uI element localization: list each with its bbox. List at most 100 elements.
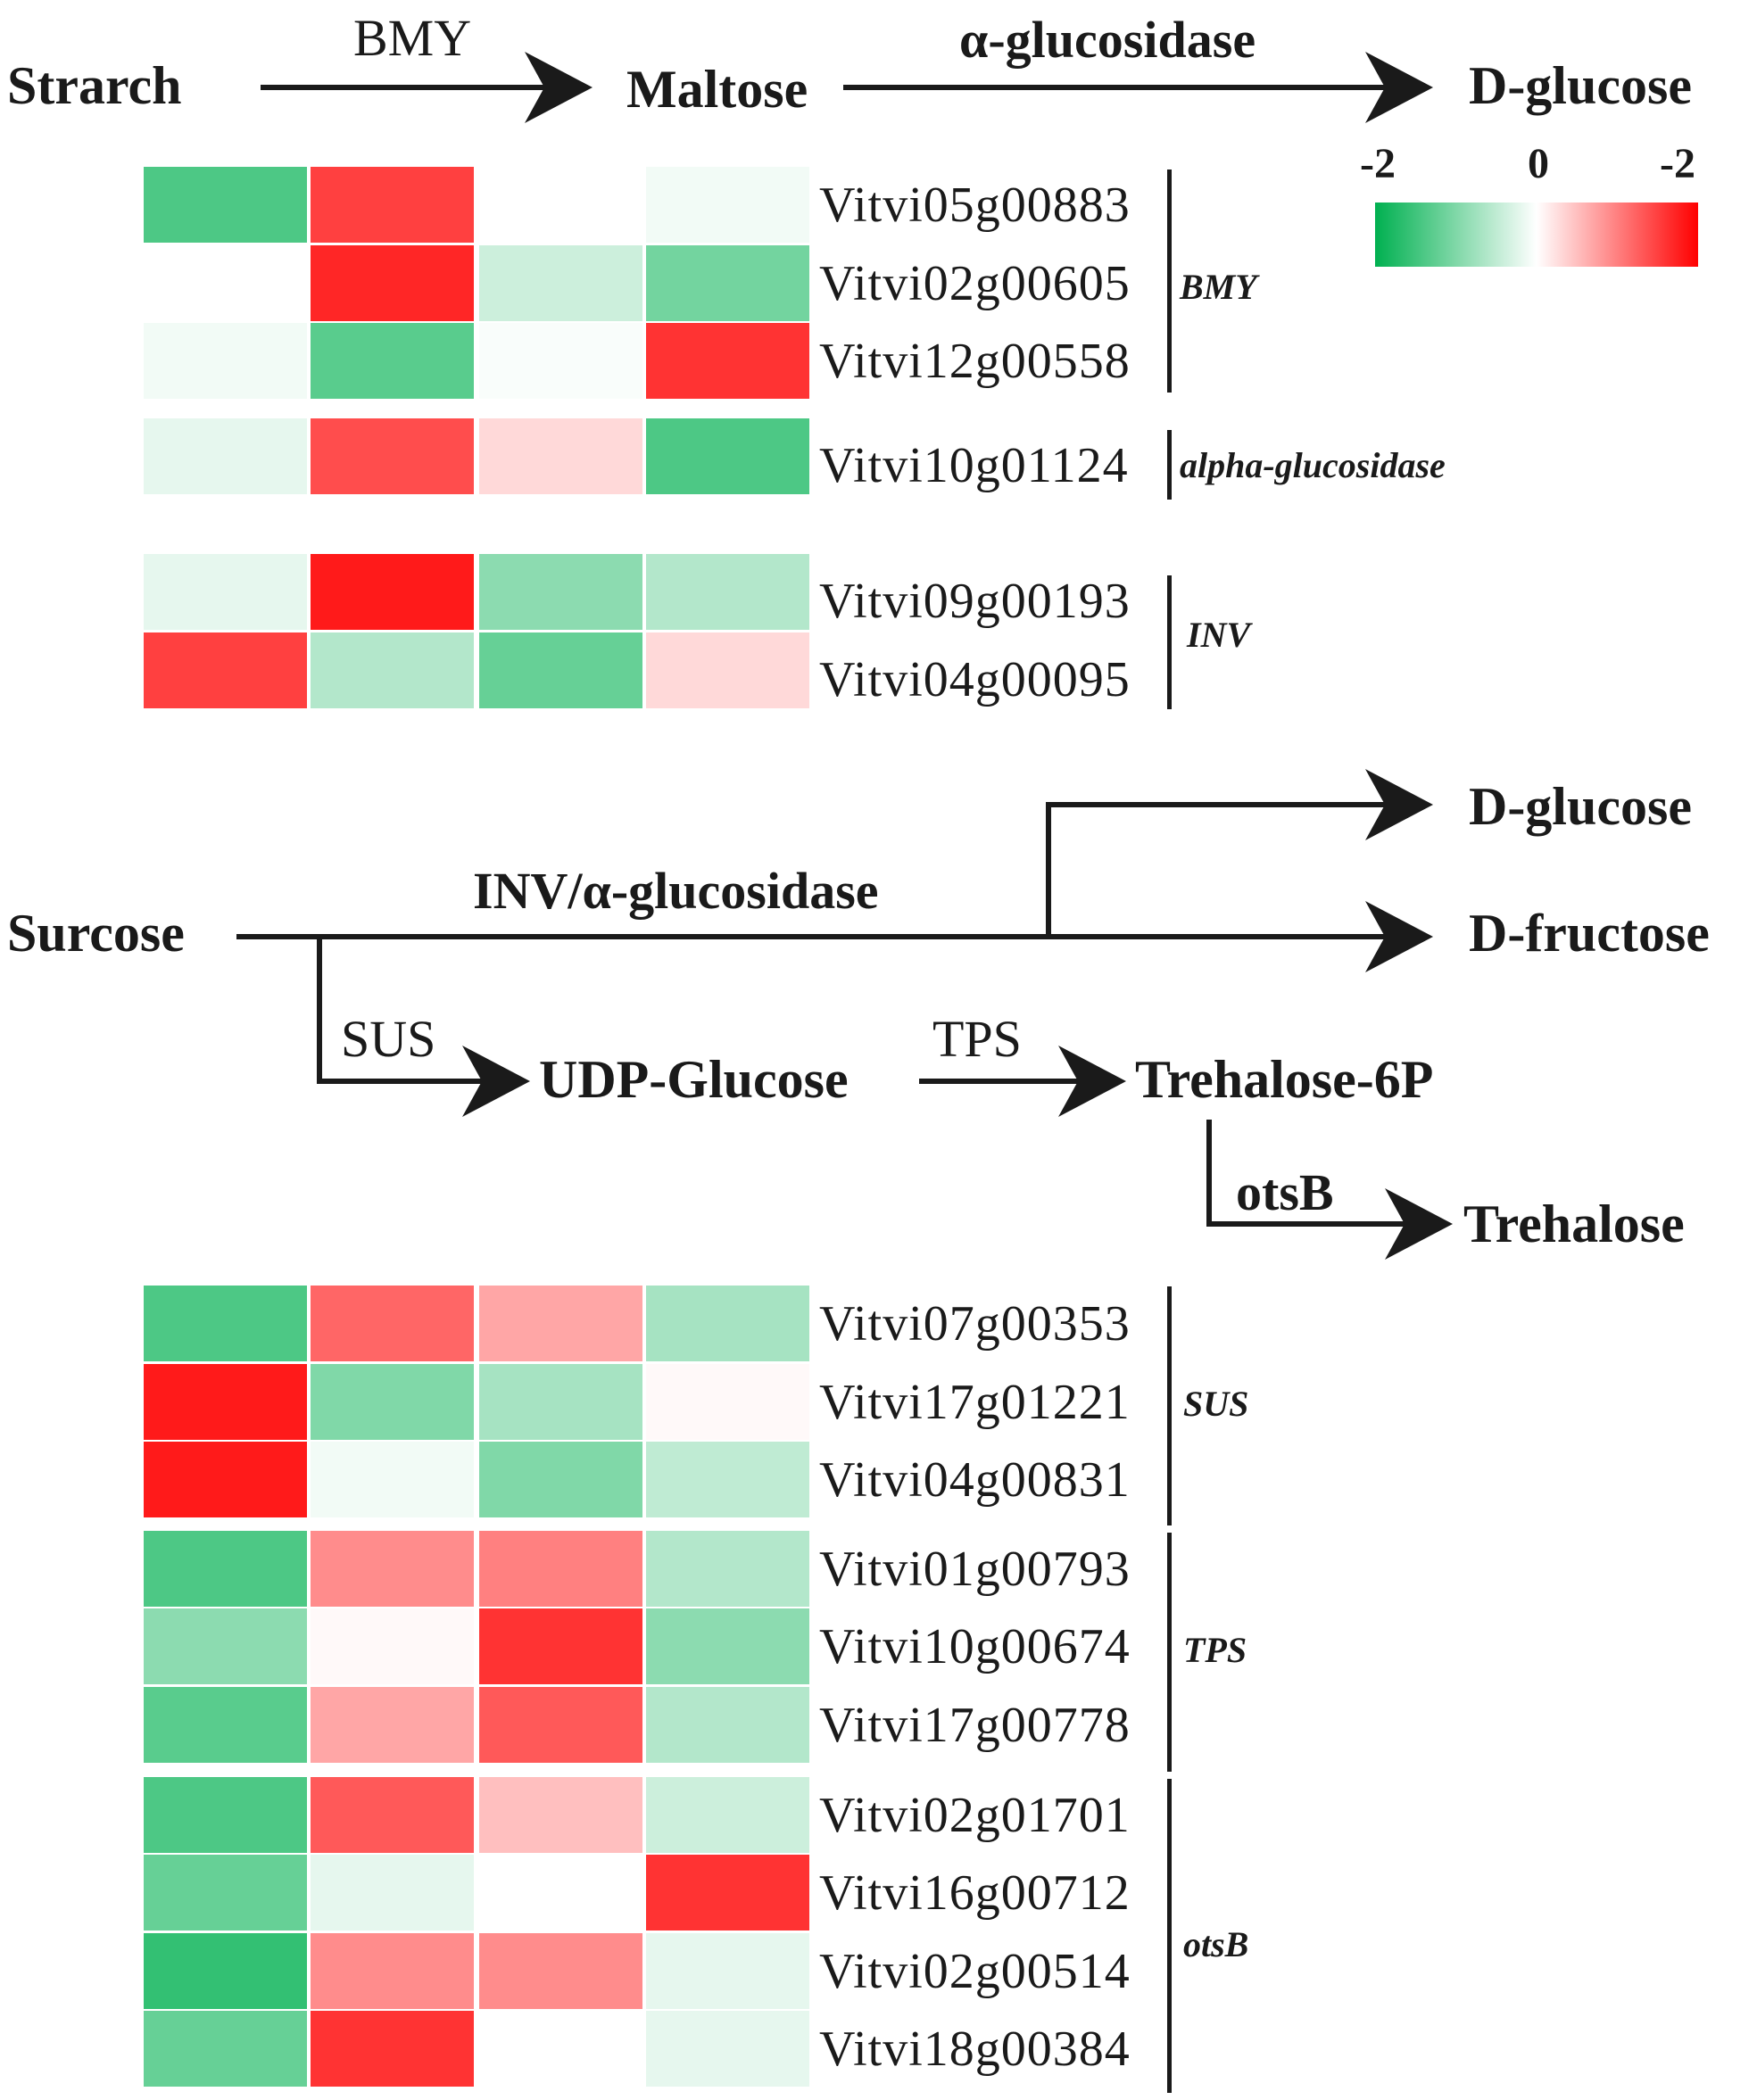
arrow-t6p-trehalose (1206, 1120, 1410, 1227)
gene-label: Vitvi05g00883 (819, 178, 1131, 233)
heatmap-cell (144, 1687, 307, 1763)
arrowhead-trehalose (1385, 1188, 1453, 1260)
enzyme-alpha-glucosidase-label: α-glucosidase (959, 11, 1256, 69)
heatmap-cell (144, 245, 307, 321)
arrowhead-glucose (1365, 769, 1433, 840)
bracket-otsb (1167, 1779, 1172, 2093)
legend-min-label: -2 (1360, 140, 1396, 187)
gene-label: Vitvi04g00095 (819, 652, 1131, 707)
heatmap-cell (646, 1442, 809, 1517)
enzyme-otsb-label: otsB (1236, 1163, 1334, 1221)
bracket-bmy (1167, 169, 1172, 393)
heatmap-cell (144, 167, 307, 243)
compound-sucrose: Surcose (7, 904, 185, 963)
heatmap-cell (646, 245, 809, 321)
heatmap-cell (646, 167, 809, 243)
heatmap-cell (479, 632, 642, 708)
heatmap-cell (646, 632, 809, 708)
heatmap-cell (311, 554, 474, 630)
heatmap-cell (311, 245, 474, 321)
compound-trehalose-6p: Trehalose-6P (1135, 1050, 1434, 1109)
heatmap-cell (479, 1286, 642, 1361)
heatmap-cell (311, 1286, 474, 1361)
compound-d-glucose-top: D-glucose (1469, 56, 1692, 115)
heatmap-cell (311, 1442, 474, 1517)
enzyme-sus-label: SUS (341, 1010, 436, 1068)
heatmap-cell (144, 2011, 307, 2087)
gene-label: Vitvi07g00353 (819, 1296, 1131, 1352)
heatmap-cell (479, 1687, 642, 1763)
heatmap-cell (311, 1933, 474, 2009)
heatmap-cell (646, 1364, 809, 1440)
heatmap-cell (311, 1364, 474, 1440)
heatmap-cell (479, 167, 642, 243)
gene-label: Vitvi12g00558 (819, 334, 1131, 389)
arrowhead-udp (462, 1046, 530, 1117)
heatmap-cell (646, 1286, 809, 1361)
color-scale-bar (1375, 203, 1698, 267)
gene-label: Vitvi10g01124 (819, 438, 1129, 493)
gene-label: Vitvi18g00384 (819, 2021, 1131, 2077)
gene-label: Vitvi02g01701 (819, 1788, 1131, 1843)
heatmap-cell (311, 2011, 474, 2087)
compound-udp-glucose: UDP-Glucose (539, 1050, 849, 1109)
heatmap-cell (311, 418, 474, 494)
arrowhead-fructose (1365, 901, 1433, 972)
heatmap-cell (646, 1777, 809, 1853)
heatmap-cell (144, 554, 307, 630)
bracket-sus (1167, 1286, 1172, 1525)
arrowhead-maltose-glucose (1365, 52, 1433, 123)
compound-starch: Strarch (7, 56, 182, 115)
heatmap-cell (479, 1608, 642, 1684)
gene-label: Vitvi17g00778 (819, 1698, 1131, 1753)
heatmap-cell (144, 1855, 307, 1931)
enzyme-tps-label: TPS (932, 1010, 1022, 1068)
heatmap-cell (646, 2011, 809, 2087)
heatmap-cell (144, 1933, 307, 2009)
gene-label: Vitvi09g00193 (819, 574, 1131, 629)
heatmap-cell (144, 1608, 307, 1684)
heatmap-cell (646, 418, 809, 494)
heatmap-cell (646, 1933, 809, 2009)
gene-label: Vitvi04g00831 (819, 1452, 1131, 1508)
family-label-otsb: otsB (1183, 1924, 1249, 1964)
family-label-bmy: BMY (1180, 267, 1257, 307)
heatmap-cell (479, 554, 642, 630)
heatmap-cell (479, 1777, 642, 1853)
heatmap-cell (646, 1687, 809, 1763)
heatmap-cell (311, 1608, 474, 1684)
legend-max-label: -2 (1660, 140, 1695, 187)
gene-label: Vitvi16g00712 (819, 1865, 1131, 1921)
heatmap-cell (479, 1531, 642, 1607)
heatmap-cell (479, 1364, 642, 1440)
heatmap-cell (479, 245, 642, 321)
bracket-tps (1167, 1533, 1172, 1772)
heatmap-cell (479, 418, 642, 494)
heatmap-cell (311, 1855, 474, 1931)
heatmap-cell (311, 167, 474, 243)
arrowhead-starch-maltose (525, 52, 593, 123)
heatmap-cell (646, 554, 809, 630)
heatmap-cell (144, 323, 307, 399)
enzyme-bmy-label: BMY (353, 9, 472, 67)
compound-d-glucose: D-glucose (1469, 777, 1692, 836)
family-label-sus: SUS (1183, 1384, 1249, 1424)
family-label-inv: INV (1187, 615, 1251, 655)
heatmap-cell (479, 1933, 642, 2009)
enzyme-inv-label: INV/α-glucosidase (473, 862, 879, 920)
bracket-inv (1167, 575, 1172, 709)
heatmap-cell (144, 418, 307, 494)
heatmap-cell (479, 1855, 642, 1931)
heatmap-cell (144, 1442, 307, 1517)
gene-label: Vitvi10g00674 (819, 1619, 1131, 1674)
heatmap-cell (479, 2011, 642, 2087)
heatmap-cell (479, 323, 642, 399)
arrow-sucrose-glucose (1046, 802, 1392, 937)
compound-trehalose: Trehalose (1463, 1195, 1685, 1253)
compound-maltose: Maltose (626, 60, 808, 119)
heatmap-cell (646, 323, 809, 399)
heatmap-cell (144, 1286, 307, 1361)
heatmap-cell (646, 1855, 809, 1931)
